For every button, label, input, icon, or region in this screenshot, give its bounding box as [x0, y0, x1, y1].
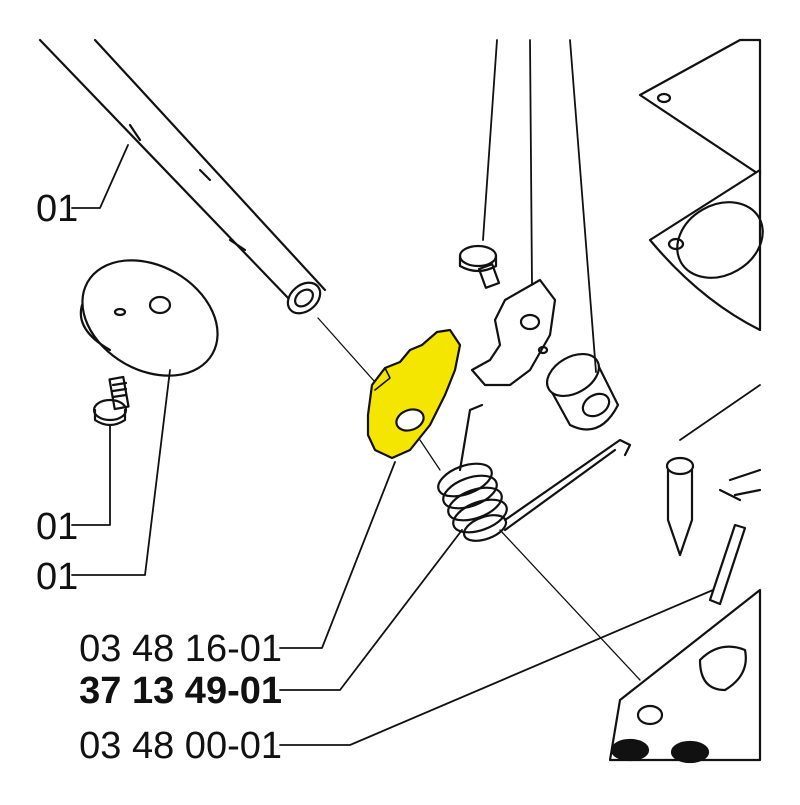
- bushing: [546, 352, 620, 431]
- carburetor-body: [608, 468, 762, 764]
- lever-screw: [458, 244, 501, 289]
- highlighted-lever-part: [366, 328, 462, 460]
- disc-screw: [92, 375, 130, 427]
- label-disc: 01: [36, 556, 79, 598]
- label-pin: 03 48 00-01: [79, 725, 282, 767]
- throttle-disc: [79, 259, 219, 377]
- leader-lines-top: [482, 39, 597, 373]
- label-lever: 03 48 16-01: [79, 628, 282, 670]
- gasket: [638, 38, 764, 332]
- label-screw: 01: [36, 506, 79, 548]
- leader-lines-labels: [71, 144, 714, 746]
- label-spring-highlighted: 37 13 49-01: [79, 670, 282, 712]
- label-shaft: 01: [36, 188, 79, 230]
- torsion-spring: [437, 403, 632, 542]
- small-pin: [708, 523, 747, 606]
- throttle-shaft: [38, 38, 327, 315]
- lever-plate: [470, 278, 557, 387]
- assembly-axis-lines: [317, 317, 641, 681]
- needle-valve: [665, 384, 761, 557]
